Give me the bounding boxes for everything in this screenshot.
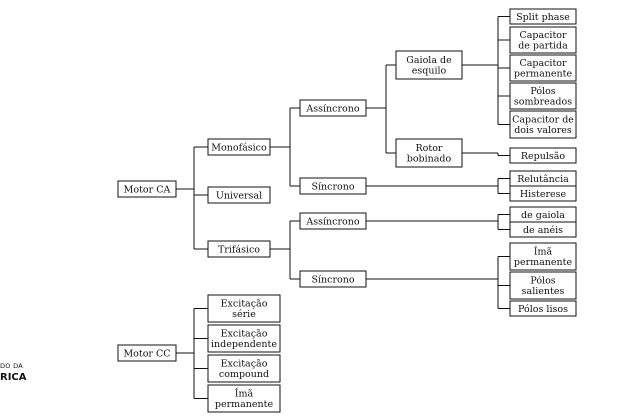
node-monofasico: Monofásico (207, 138, 271, 156)
node-label: Pólos (530, 276, 555, 287)
node-relutancia: Relutância (509, 170, 577, 187)
node-label: Assíncrono (305, 216, 359, 227)
node-label: sombreados (514, 97, 572, 108)
node-label: Trifásico (218, 244, 260, 255)
node-assincrono-tri: Assíncrono (299, 212, 367, 230)
node-label: Síncrono (311, 181, 354, 192)
node-split-phase: Split phase (509, 8, 577, 25)
node-label: Repulsão (521, 151, 566, 162)
connector-sincrono_tri (366, 256, 510, 309)
node-label: Motor CC (123, 348, 170, 359)
node-repulsao: Repulsão (509, 147, 577, 164)
node-label: Ímã (235, 388, 254, 400)
connector-motor_ca (176, 146, 208, 250)
logo-line-2: RICA (0, 372, 27, 383)
node-sincrono-tri: Síncrono (299, 270, 367, 288)
node-label: Universal (216, 190, 262, 201)
node-de-aneis: de anéis (509, 221, 577, 238)
node-label: permanente (215, 399, 274, 410)
node-label: Capacitor de (512, 115, 574, 126)
node-label: permanente (514, 69, 573, 80)
node-label: de anéis (523, 225, 563, 236)
node-label: Excitação (221, 359, 268, 370)
connector-sincrono_mono (366, 178, 510, 194)
node-label: de gaiola (521, 210, 565, 221)
node-polos-lisos: Pólos lisos (509, 300, 577, 317)
node-label: Monofásico (211, 142, 267, 153)
node-label: Excitação (221, 299, 268, 310)
node-label: esquilo (412, 66, 447, 77)
node-label: Histerese (520, 189, 567, 200)
node-label: compound (219, 369, 269, 380)
node-universal: Universal (207, 186, 271, 204)
node-de-gaiola: de gaiola (509, 206, 577, 223)
node-motor-ca: Motor CA (117, 180, 177, 198)
node-label: Excitação (221, 329, 268, 340)
node-label: salientes (522, 286, 565, 297)
node-label: Pólos (530, 86, 555, 97)
node-assincrono-mono: Assíncrono (299, 99, 367, 117)
node-sincrono-mono: Síncrono (299, 177, 367, 195)
node-label: de partida (518, 41, 568, 52)
logo-line-1: DO DA (0, 362, 24, 370)
node-histerese: Histerese (509, 185, 577, 202)
node-label: Ímã (534, 246, 553, 258)
node-label: Capacitor (519, 30, 567, 41)
node-label: bobinado (407, 154, 452, 165)
connector-rotor_bobinado (462, 152, 510, 156)
connector-lines (176, 16, 510, 399)
node-label: Capacitor (519, 58, 567, 69)
connector-gaiola_esquilo (462, 16, 510, 125)
node-label: série (232, 309, 256, 320)
node-label: Assíncrono (305, 103, 359, 114)
node-label: Rotor (416, 143, 443, 154)
node-label: Síncrono (311, 274, 354, 285)
node-label: Split phase (516, 12, 570, 23)
node-label: Pólos lisos (518, 304, 568, 315)
connector-monofasico (270, 107, 300, 187)
node-label: Motor CA (124, 184, 171, 195)
node-label: Relutância (517, 174, 569, 185)
node-trifasico: Trifásico (207, 240, 271, 258)
publisher-logo: DO DA RICA (0, 362, 40, 383)
node-motor-cc: Motor CC (117, 344, 177, 362)
connector-assincrono_tri (366, 214, 510, 230)
node-label: permanente (514, 257, 573, 268)
node-label: Gaiola de (406, 55, 452, 66)
node-label: dois valores (514, 125, 572, 136)
connector-trifasico (270, 220, 300, 280)
node-label: independente (211, 339, 277, 350)
connector-assincrono_mono (366, 64, 396, 154)
connector-motor_cc (176, 308, 208, 399)
